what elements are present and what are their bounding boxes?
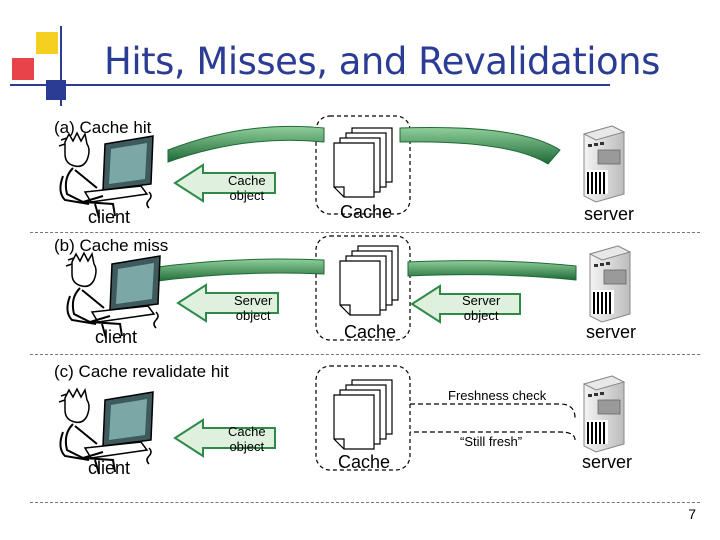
section-b-label: (b) Cache miss	[54, 236, 169, 255]
section-c-label: (c) Cache revalidate hit	[54, 362, 229, 381]
divider	[30, 502, 700, 503]
freshness-check-arrow	[410, 403, 576, 441]
server-label: server	[584, 204, 635, 224]
client-icon	[65, 252, 161, 339]
client-label: client	[95, 327, 138, 347]
cache-box	[315, 235, 411, 341]
page-number: 7	[688, 506, 696, 522]
server-icon	[583, 375, 625, 453]
divider	[30, 354, 700, 355]
cache-label: Cache	[338, 452, 391, 472]
server-icon	[589, 245, 631, 323]
logo-decoration	[0, 0, 610, 110]
cache-box	[315, 115, 411, 215]
divider	[30, 232, 700, 233]
server-label: server	[582, 452, 633, 472]
server-object-arrow-2	[410, 284, 521, 324]
section-a-label: (a) Cache hit	[54, 118, 152, 137]
server-icon	[583, 125, 625, 203]
documents-icon	[333, 379, 393, 450]
request-ring	[167, 125, 561, 165]
cache-label: Cache	[344, 322, 397, 342]
cache-box	[315, 365, 411, 471]
request-ring	[149, 258, 577, 283]
client-label: client	[88, 207, 131, 227]
cache-label: Cache	[340, 202, 393, 222]
client-label: client	[88, 458, 131, 478]
documents-icon	[333, 127, 393, 198]
server-label: server	[586, 322, 637, 342]
page-title: Hits, Misses, and Revalidations	[104, 40, 660, 83]
client-icon	[58, 132, 154, 219]
still-fresh-label: “Still fresh”	[460, 434, 523, 449]
documents-icon	[339, 245, 399, 316]
freshness-check-label: Freshness check	[448, 388, 547, 403]
